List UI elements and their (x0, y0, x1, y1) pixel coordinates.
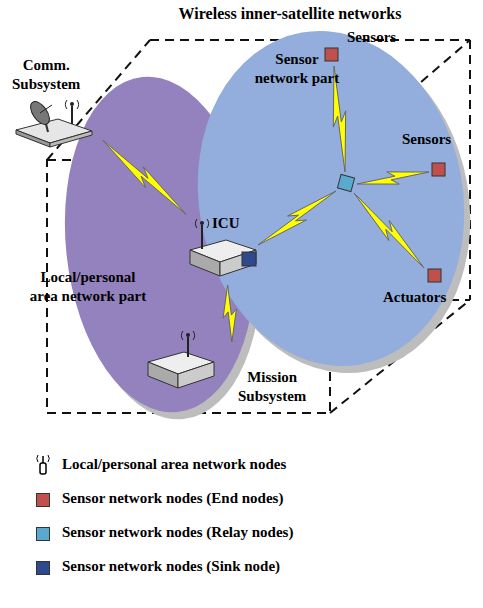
antenna-mast (187, 337, 189, 357)
legend-row: Sensor network nodes (Relay nodes) (30, 523, 261, 545)
diagram-title: Wireless inner-satellite networks (95, 4, 483, 24)
antenna-tip (70, 102, 74, 106)
antenna-waves (195, 219, 208, 228)
node-label: Sensors (347, 28, 396, 47)
legend-label: Sensor network nodes (Sink node) (62, 557, 280, 576)
dish (27, 98, 53, 127)
terminal-side (16, 130, 50, 147)
antenna-tip (186, 333, 190, 337)
wireless-link (103, 140, 186, 214)
end-node-mark (428, 269, 441, 282)
legend-label: Sensor network nodes (Relay nodes) (62, 523, 293, 542)
lightning-bolt (103, 140, 186, 214)
router-side (178, 362, 214, 388)
antenna-body (40, 463, 46, 474)
network-node: Actuators (380, 266, 465, 311)
wireless-link (258, 191, 336, 245)
legend-swatch (36, 561, 50, 575)
lightning-bolt (223, 285, 236, 342)
sensor-links (242, 48, 445, 282)
terminal-side (50, 131, 92, 147)
node-label: Mission Subsystem (238, 368, 306, 406)
legend-swatch (36, 493, 50, 507)
wireless-link (333, 66, 345, 172)
title-holder: Wireless inner-satellite networks (95, 4, 483, 24)
antenna-mast (71, 106, 73, 124)
region-ellipse (172, 10, 483, 388)
legend-label: Local/personal area network nodes (62, 455, 286, 474)
node-label: Comm. Subsystem (12, 56, 80, 94)
end-node-mark (432, 163, 445, 176)
satellite-dish-icon (16, 98, 92, 147)
region-label: Sensor network part (247, 50, 347, 88)
dish-feed (40, 105, 52, 113)
sink-node-mark (242, 252, 256, 266)
antenna-waves (181, 331, 194, 340)
terminal-top (16, 119, 92, 143)
relay-node-mark (337, 174, 354, 191)
router-side (220, 250, 256, 276)
network-region: Sensor network partSensorsSensorsActuato… (195, 26, 467, 371)
end-node-mark (325, 48, 338, 61)
router-icon (148, 331, 214, 388)
legend-row: Local/personal area network nodes (30, 455, 254, 477)
legend-row: Sensor network nodes (Sink node) (30, 557, 248, 579)
router-side (148, 362, 178, 388)
antenna-waves (37, 455, 49, 462)
legend-antenna-icon (32, 453, 54, 477)
node-label: ICU (212, 214, 240, 233)
router-icon (190, 219, 256, 276)
legend-label: Sensor network nodes (End nodes) (62, 489, 283, 508)
legend-swatch (36, 527, 50, 541)
wireless-link (354, 193, 424, 268)
antenna-tip (200, 221, 204, 225)
router-side (190, 250, 220, 276)
region-label: Local/personal area network part (28, 268, 148, 306)
cube-back-edge (469, 40, 471, 300)
network-node: Sensors (322, 26, 404, 68)
antenna-mast (42, 456, 44, 463)
wireless-link (357, 172, 429, 184)
antenna-mast (201, 225, 203, 249)
antenna-waves (65, 100, 78, 109)
wireless-link (223, 285, 236, 342)
node-label: Actuators (383, 288, 446, 307)
node-label: Sensors (402, 130, 451, 149)
legend-row: Sensor network nodes (End nodes) (30, 489, 251, 511)
